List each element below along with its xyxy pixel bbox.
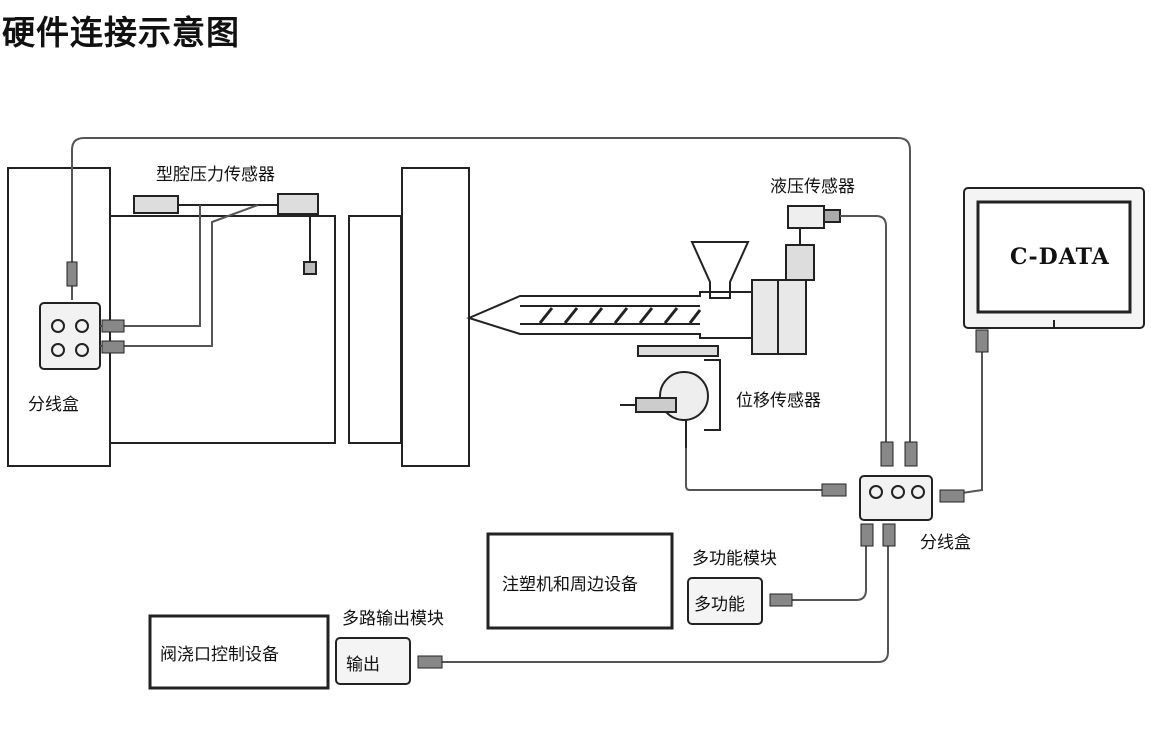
junction-box-left [39,302,101,370]
peripheral-box [486,532,674,630]
multifunction-tag: 多功能 [694,595,745,615]
multichannel-output-module-label: 多路输出模块 [342,609,444,629]
junction-box-left-label: 分线盒 [28,395,79,415]
monitor-screen [976,200,1132,314]
hydraulic-sensor-label: 液压传感器 [770,177,855,197]
cavity-pressure-sensor-label: 型腔压力传感器 [156,165,275,185]
multifunction-module-box [687,577,763,625]
displacement-mount [637,345,719,357]
cavity-sensor-right [277,193,319,215]
page-title: 硬件连接示意图 [2,13,240,52]
left-mold-half [109,215,336,444]
multifunction-module-label: 多功能模块 [692,549,777,569]
output-module-box [335,637,411,685]
cavity-sensor-left [133,195,179,214]
hydraulic-sensor-body [787,205,825,229]
right-platen [401,167,470,467]
right-mold-half [348,215,402,444]
output-tag: 输出 [346,655,380,675]
peripheral-equipment-text: 注塑机和周边设备 [502,575,638,595]
displacement-sensor-label: 位移传感器 [736,391,821,411]
monitor-screen-text: C-DATA [1010,244,1110,270]
hopper [690,241,750,299]
junction-box-right-label: 分线盒 [920,533,971,553]
gate-control-equipment-text: 阀浇口控制设备 [160,645,279,665]
gate-control-box [148,614,330,690]
